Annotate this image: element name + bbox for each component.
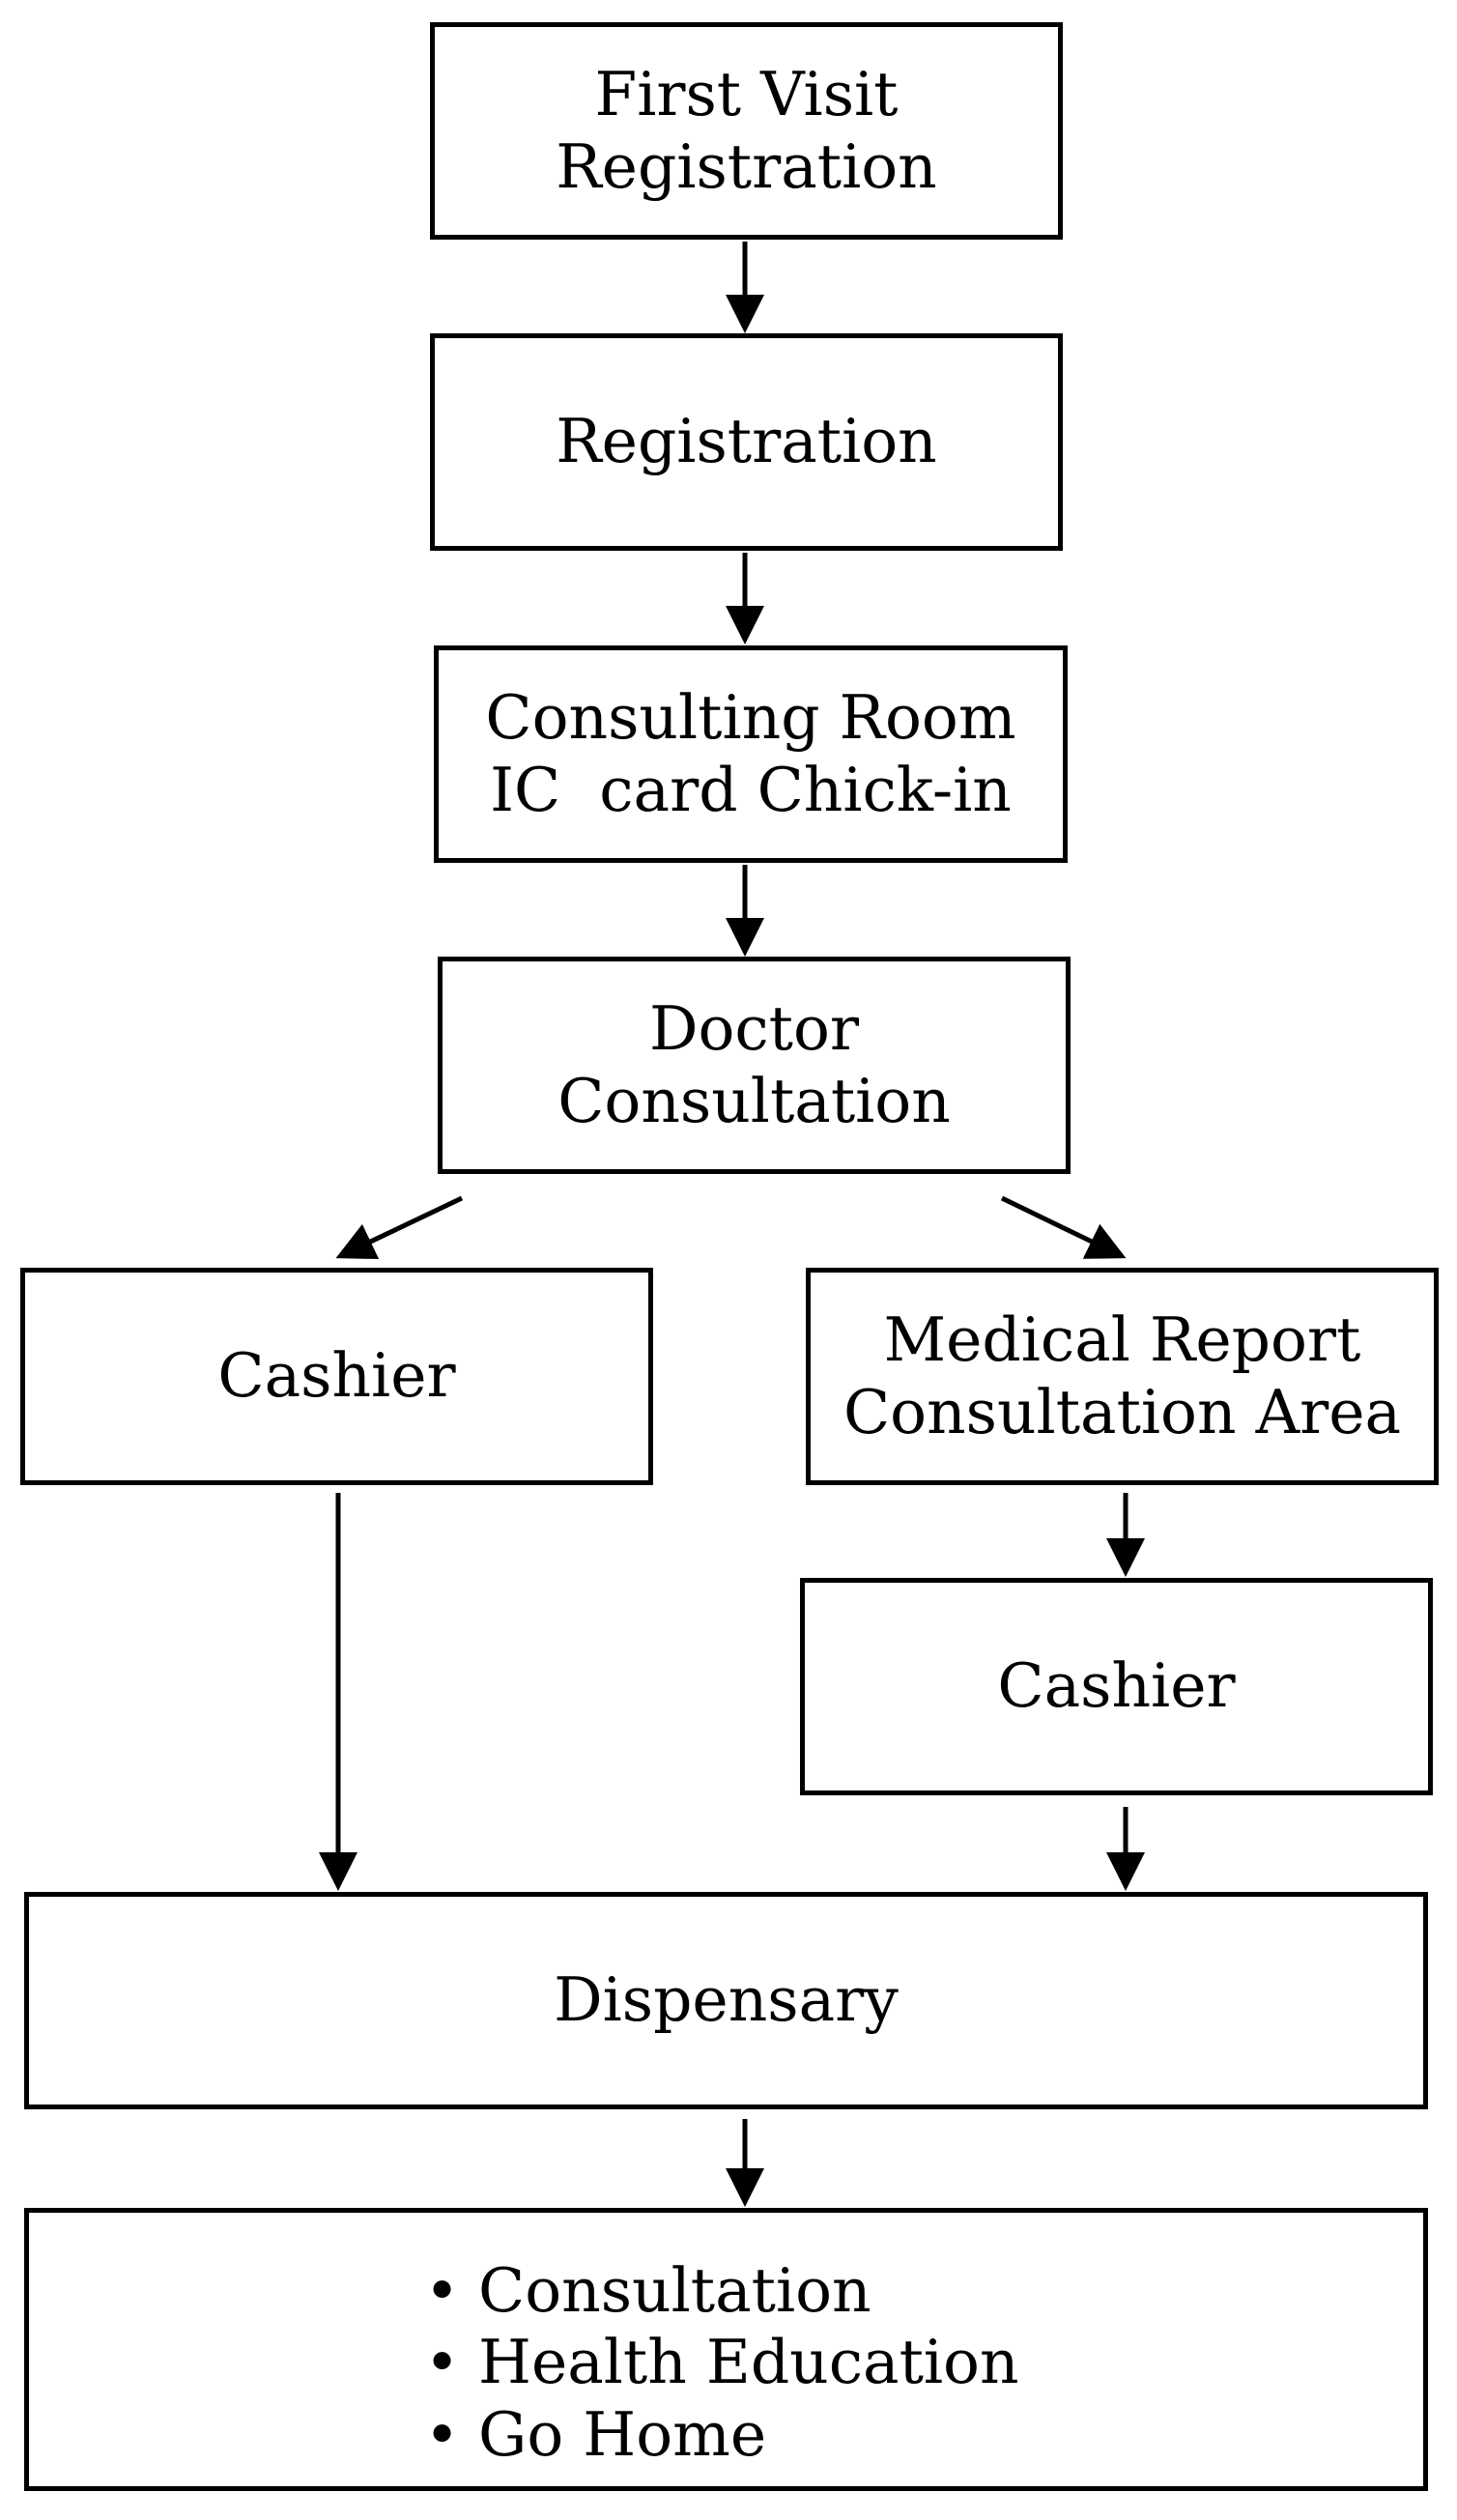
box-label-line: Consultation Area	[843, 1376, 1402, 1447]
dispensary-box: Dispensary	[24, 1892, 1428, 2109]
registration-box: Registration	[430, 333, 1063, 551]
medical-report-consultation-area-box: Medical Report Consultation Area	[806, 1268, 1439, 1485]
box-label-line: Registration	[556, 130, 937, 202]
list-item-text: Go Home	[478, 2398, 767, 2470]
box-label-line: Cashier	[217, 1340, 456, 1412]
bullet-icon: •	[424, 2255, 460, 2326]
list-item-text: Consultation	[478, 2255, 871, 2326]
consulting-room-checkin-box: Consulting Room IC card Chick-in	[434, 645, 1068, 863]
cashier-right-box: Cashier	[800, 1578, 1433, 1795]
list-item: • Health Education	[406, 2327, 1019, 2398]
box-label-line: Cashier	[997, 1650, 1236, 1722]
box-label-line: Consultation	[557, 1065, 951, 1136]
list-item: • Consultation	[406, 2255, 1019, 2327]
box-label-line: First Visit	[594, 59, 899, 130]
final-steps-box: • Consultation • Health Education • Go H…	[24, 2208, 1428, 2491]
arrow-doctor-to-cashier-left	[335, 1195, 464, 1260]
list-item: • Go Home	[406, 2399, 1019, 2471]
bullet-icon: •	[424, 2327, 460, 2398]
box-label-line: IC card Chick-in	[490, 754, 1012, 825]
final-steps-list: • Consultation • Health Education • Go H…	[406, 2255, 1019, 2471]
cashier-left-box: Cashier	[20, 1268, 653, 1485]
box-label-line: Doctor	[648, 993, 860, 1065]
box-label-line: Consulting Room	[485, 682, 1016, 754]
bullet-icon: •	[424, 2398, 460, 2470]
arrow-doctor-to-medical-report	[1000, 1195, 1127, 1259]
box-label-line: Dispensary	[554, 1964, 899, 2036]
box-label-line: Medical Report	[883, 1304, 1361, 1376]
list-item-text: Health Education	[478, 2327, 1019, 2398]
doctor-consultation-box: Doctor Consultation	[438, 957, 1071, 1174]
first-visit-registration-box: First Visit Registration	[430, 22, 1063, 240]
box-label-line: Registration	[556, 406, 937, 477]
